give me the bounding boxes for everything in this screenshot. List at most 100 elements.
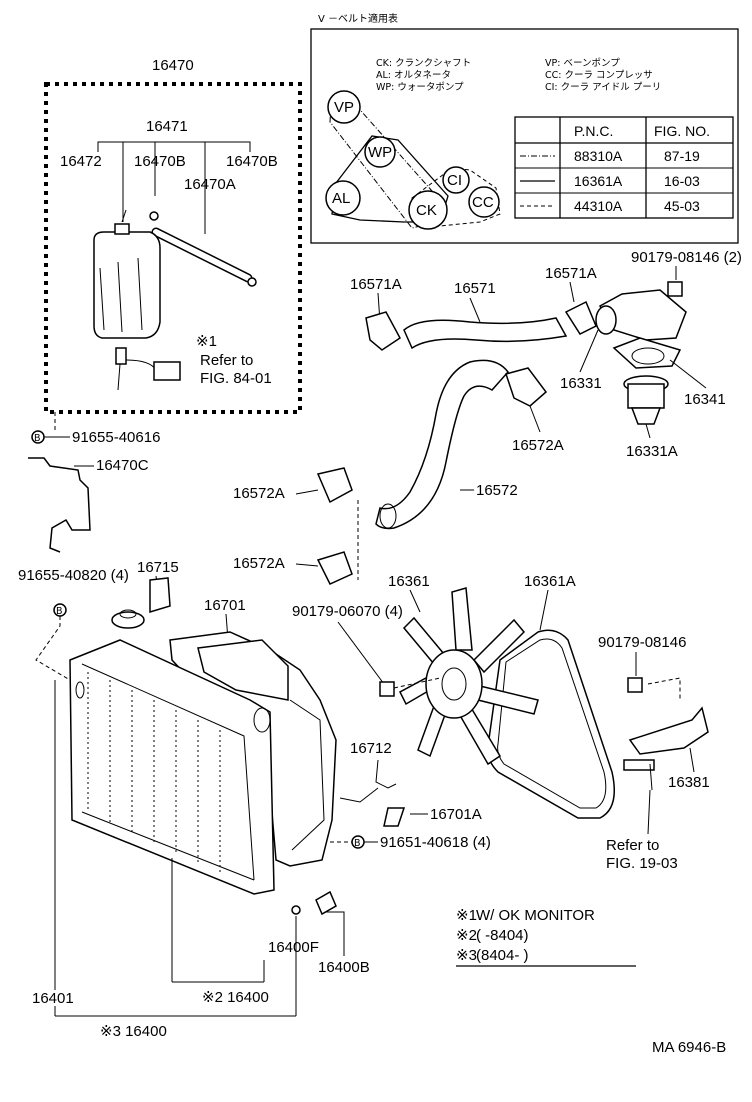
label-16471: 16471 <box>146 118 188 135</box>
sensor-connector <box>153 361 181 381</box>
nut-90179-06070 <box>379 681 395 697</box>
pulley-ck-label: CK <box>416 202 437 219</box>
label-91651-40618: 91651-40618 (4) <box>380 834 491 851</box>
svg-text:B: B <box>56 606 63 617</box>
label-16400B: 16400B <box>318 959 370 976</box>
label-16400-note3: ※3 16400 <box>100 1023 167 1040</box>
hose-clip-16470B-a <box>149 211 159 221</box>
pulley-vp <box>327 90 361 124</box>
note-2-text: ( -8404) <box>476 927 529 944</box>
diagram-code: MA 6946-B <box>652 1039 726 1056</box>
table-row1-fig: 87-19 <box>664 148 700 164</box>
drain-plug-16400B <box>315 890 337 916</box>
reservoir-tank <box>93 231 161 339</box>
lower-hose-group: 16572 16572A 16572A 16572A <box>233 359 564 585</box>
hose-clip-16470B-b <box>247 277 257 287</box>
radiator-hose-16572 <box>375 359 509 530</box>
label-90179-08146-2: 90179-08146 (2) <box>631 249 742 266</box>
svg-text:B: B <box>354 838 361 849</box>
label-16470C: 16470C <box>96 457 149 474</box>
reservoir-cap <box>114 223 130 235</box>
table-header-pnc: P.N.C. <box>574 123 613 139</box>
belt-legend-right: VP: ベーンポンプ CC: クーラ コンプレッサ CI: クーラ アイドル プ… <box>545 58 661 93</box>
note-2-mark: ※2 <box>456 927 477 944</box>
label-16470B-a: 16470B <box>134 153 186 170</box>
note-1-mark: ※1 <box>456 907 477 924</box>
fan-group: 16361 16361A 90179-06070 (4) <box>292 573 615 819</box>
label-90179-06070: 90179-06070 (4) <box>292 603 403 620</box>
table-row3-fig: 45-03 <box>664 198 700 214</box>
fan-16361 <box>399 587 539 766</box>
pulley-vp-label: VP <box>334 99 354 116</box>
hose-clamp-16572A-upper <box>316 467 353 504</box>
pulley-ci-label: CI <box>447 172 462 189</box>
gasket-16341 <box>612 337 682 369</box>
label-16572A-right: 16572A <box>512 437 564 454</box>
pulley-ck <box>408 190 448 230</box>
legend-cc: CC: クーラ コンプレッサ <box>545 70 653 81</box>
label-16701A: 16701A <box>430 806 482 823</box>
v-belt-application-box: V －ベルト適用表 CK: クランクシャフト AL: オルタネータ WP: ウォ… <box>310 12 739 244</box>
hose-clamp-16572A-right <box>505 367 548 407</box>
legend-vp: VP: ベーンポンプ <box>545 58 620 69</box>
note-3-text: (8404- ) <box>476 947 529 964</box>
label-16712: 16712 <box>350 740 392 757</box>
legend-ck: CK: クランクシャフト <box>376 58 471 69</box>
clip-16701A <box>383 807 406 827</box>
label-90179-08146: 90179-08146 <box>598 634 686 651</box>
upper-hose-group: 16571A 16571 16571A 90179-08146 (2) 1633… <box>350 249 742 460</box>
label-16361: 16361 <box>388 573 430 590</box>
drain-cock-16400F <box>291 905 301 915</box>
note-3-mark: ※3 <box>456 947 477 964</box>
label-16572A-upper: 16572A <box>233 485 285 502</box>
bracket-16470C <box>28 457 91 553</box>
hose-clamp-16571A-right <box>564 300 597 335</box>
label-16572: 16572 <box>476 482 518 499</box>
bolt-90179-08146-2 <box>667 281 683 297</box>
hose-clamp-16571A-left <box>365 311 401 351</box>
pulley-ci <box>442 166 470 194</box>
radiator-core-16400 <box>69 639 275 895</box>
pulley-al-label: AL <box>332 190 350 207</box>
label-91655-40820: 91655-40820 (4) <box>18 567 129 584</box>
svg-text:B: B <box>34 433 41 444</box>
pulley-al <box>325 180 361 216</box>
label-16470B-b: 16470B <box>226 153 278 170</box>
label-16400-note2: ※2 16400 <box>202 989 269 1006</box>
fan-hub <box>425 649 483 719</box>
belt-box-title: V －ベルト適用表 <box>318 12 398 25</box>
refer-19-line2: FIG. 19-03 <box>606 855 678 872</box>
reservoir-group-frame <box>44 82 302 414</box>
table-row1-pnc: 88310A <box>574 148 623 164</box>
pulley-cc <box>468 186 500 218</box>
fan-bracket-group: 90179-08146 16381 Refer to FIG. 19-03 <box>598 634 710 872</box>
legend-al: AL: オルタネータ <box>376 70 451 81</box>
note1-refer-to: Refer to <box>200 352 253 369</box>
pulley-cc-label: CC <box>472 194 494 211</box>
radiator-hose-16571 <box>403 317 568 350</box>
pulley-wp-label: WP <box>368 144 392 161</box>
label-16571: 16571 <box>454 280 496 297</box>
hose-clamp-16572A-lower <box>316 551 353 585</box>
radiator-cap <box>111 611 145 629</box>
thermostat-16331A <box>623 375 669 425</box>
table-header-fig: FIG. NO. <box>654 123 710 139</box>
table-row3-pnc: 44310A <box>574 198 623 214</box>
label-16331A: 16331A <box>626 443 678 460</box>
level-sensor <box>115 347 127 365</box>
label-16470A: 16470A <box>184 176 236 193</box>
label-16361A: 16361A <box>524 573 576 590</box>
table-row2-fig: 16-03 <box>664 173 700 189</box>
label-16572A-lower: 16572A <box>233 555 285 572</box>
label-16381: 16381 <box>668 774 710 791</box>
label-16571A-left: 16571A <box>350 276 402 293</box>
label-16331: 16331 <box>560 375 602 392</box>
legend-ci: CI: クーラ アイドル プーリ <box>545 82 661 93</box>
note-1-text: W/ OK MONITOR <box>476 907 595 924</box>
bolt-90179-08146 <box>627 677 643 693</box>
table-row2-pnc: 16361A <box>574 173 623 189</box>
label-16571A-right: 16571A <box>545 265 597 282</box>
bracket-16381 <box>628 706 709 755</box>
refer-19-line1: Refer to <box>606 837 659 854</box>
